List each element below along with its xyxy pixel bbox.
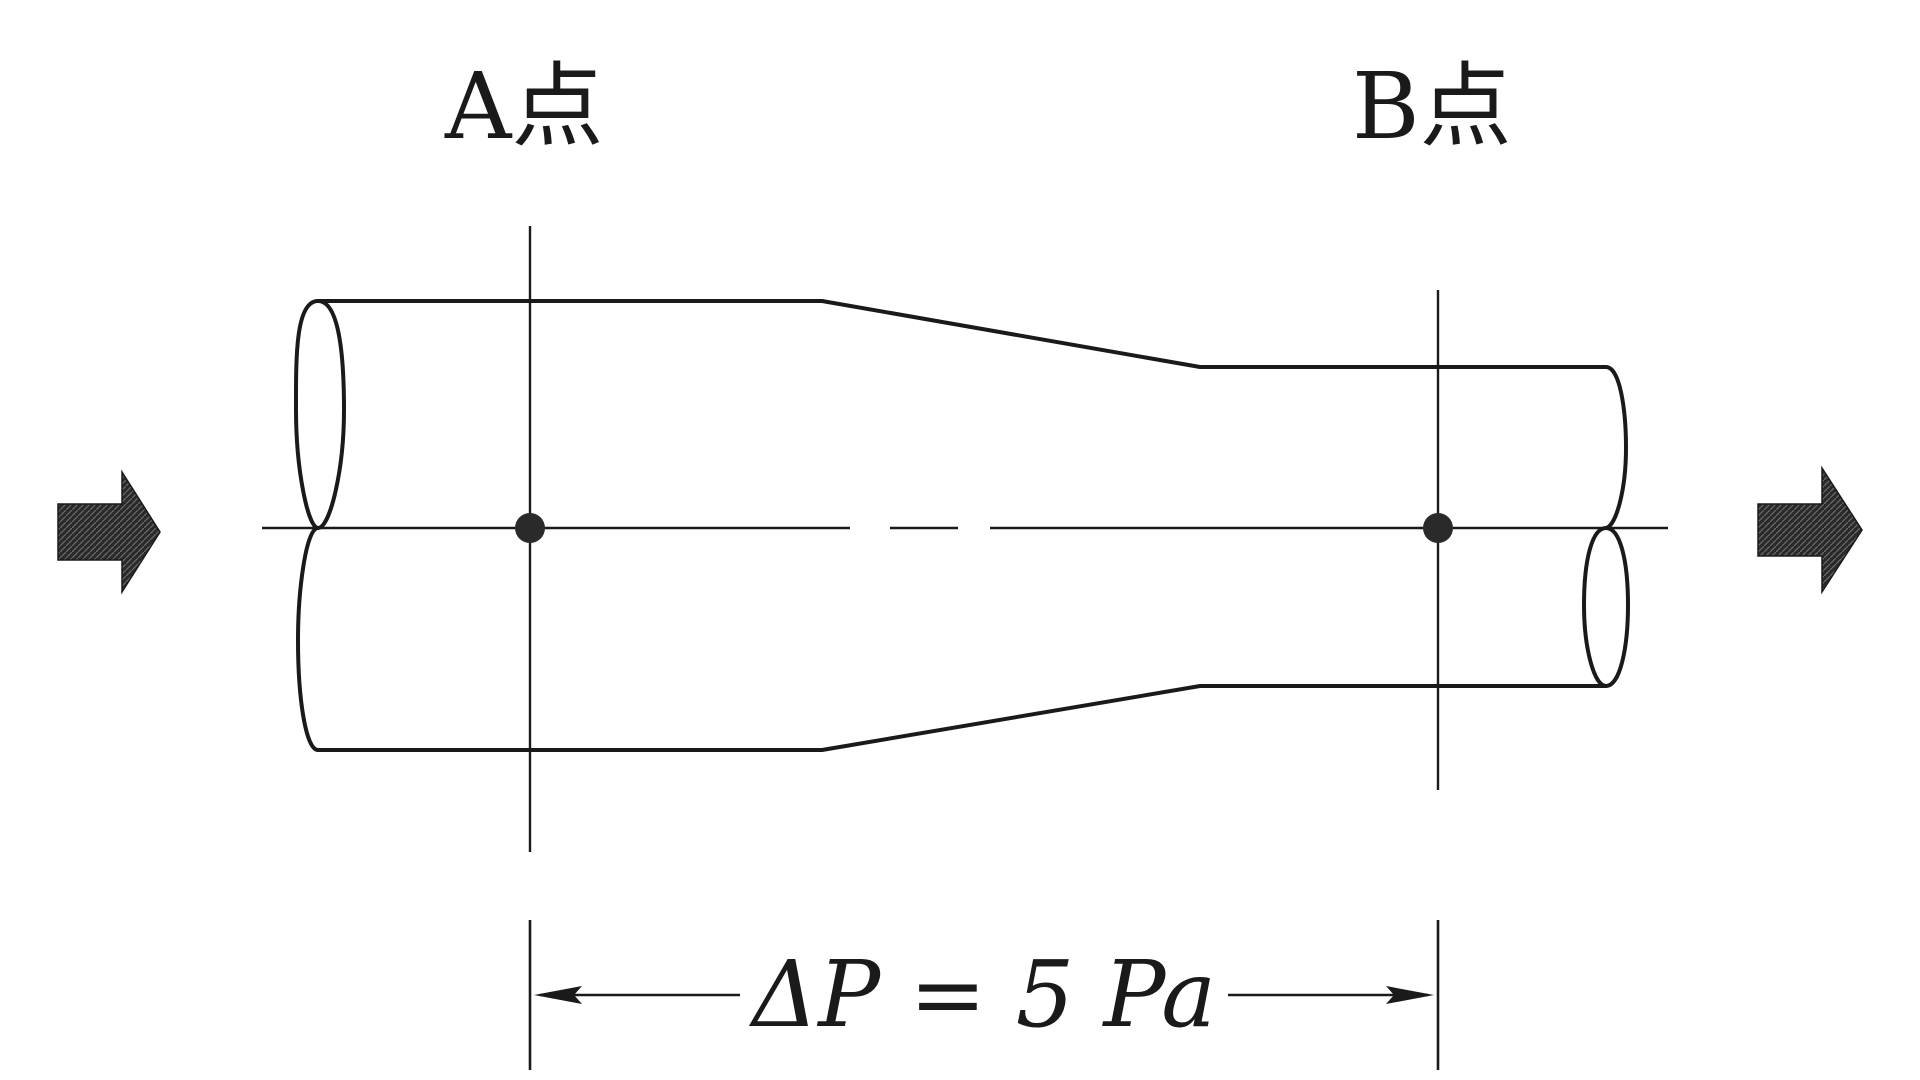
pipe-bottom-edge [316, 684, 1608, 752]
point-a-label: A点 [444, 53, 603, 160]
dimension-arrow-left-icon [534, 986, 582, 1004]
point-b-dot [1423, 513, 1453, 543]
dimension-arrow-right-icon [1386, 986, 1434, 1004]
pipe-top-edge [316, 299, 1608, 369]
outlet-flow-arrow-icon [1757, 465, 1863, 595]
outlet-cross-section [1582, 526, 1630, 688]
outlet-upper-rim [1604, 365, 1628, 530]
point-a-dot [515, 513, 545, 543]
pressure-difference-label: ΔP = 5 Pa [749, 941, 1216, 1048]
inlet-cross-section [293, 299, 346, 530]
inlet-lower-rim [296, 526, 320, 752]
point-b-label: B点 [1352, 53, 1512, 160]
inlet-flow-arrow-icon [57, 469, 161, 595]
